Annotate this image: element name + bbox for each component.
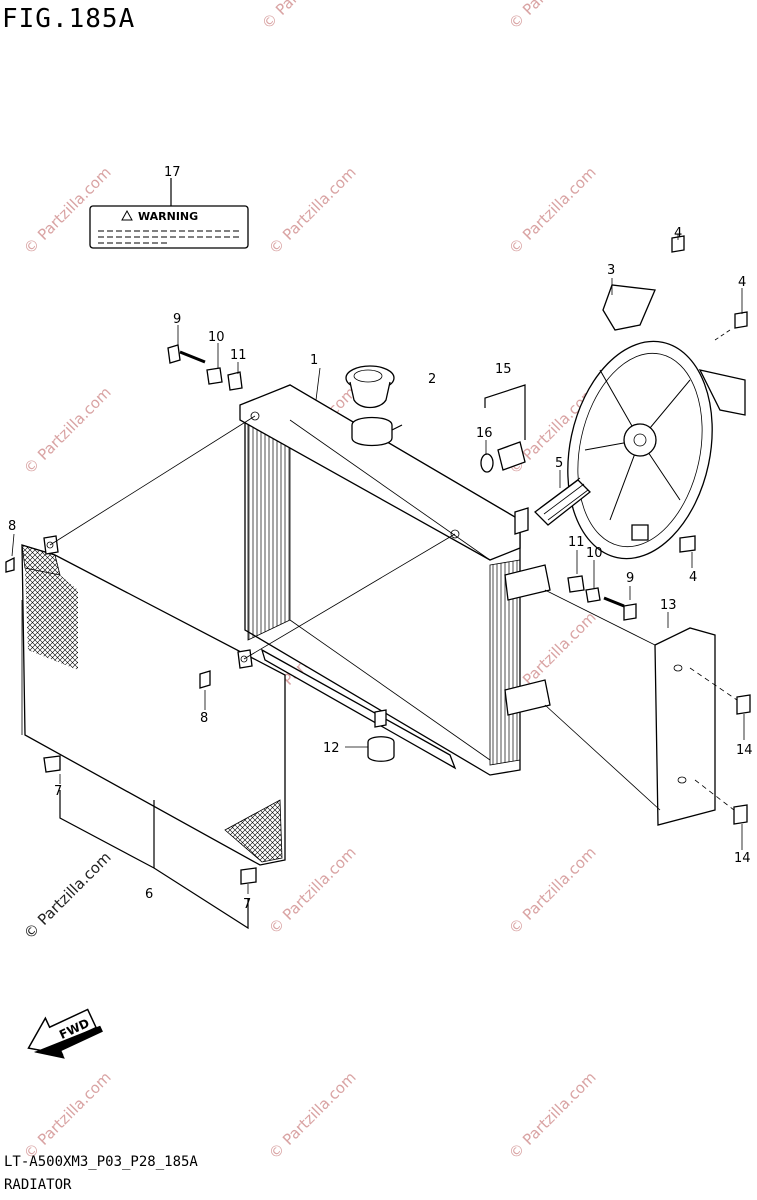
watermark: © Partzilla.com xyxy=(505,843,600,938)
callout-4b: 4 xyxy=(738,275,746,290)
radiator-core xyxy=(239,384,551,776)
callout-8b: 8 xyxy=(200,711,208,726)
callout-17: 17 xyxy=(164,165,181,180)
fwd-arrow: FWD xyxy=(27,1008,103,1059)
callouts: 17 1 2 3 4 4 4 5 6 7 7 8 8 9 9 10 10 11 … xyxy=(8,165,753,912)
leader-lines xyxy=(11,234,745,930)
callout-9b: 9 xyxy=(626,571,634,586)
watermark: © Partzilla.com xyxy=(20,1068,115,1163)
radiator-shroud xyxy=(21,535,286,866)
callout-13: 13 xyxy=(660,598,677,613)
callout-14b: 14 xyxy=(734,851,751,866)
fasteners xyxy=(5,235,751,885)
callout-2: 2 xyxy=(428,372,436,387)
watermark: © Partzilla.com xyxy=(20,383,115,478)
callout-5: 5 xyxy=(555,456,563,471)
watermark-dark: © Partzilla.com xyxy=(20,848,115,943)
callout-15: 15 xyxy=(495,362,512,377)
warning-label-text: WARNING xyxy=(138,210,198,223)
callout-4c: 4 xyxy=(689,570,697,585)
warning-label: WARNING xyxy=(89,178,249,249)
callout-9a: 9 xyxy=(173,312,181,327)
callout-14a: 14 xyxy=(736,743,753,758)
watermark: © Partzilla.com xyxy=(505,0,600,33)
thermo-switch xyxy=(480,384,526,473)
callout-11a: 11 xyxy=(230,348,247,363)
watermark: © Partzilla.com xyxy=(505,1068,600,1163)
figure-code: LT-A500XM3_P03_P28_185A xyxy=(4,1154,198,1170)
figure-name: RADIATOR xyxy=(4,1177,72,1193)
callout-1: 1 xyxy=(310,353,318,368)
cooling-fan xyxy=(567,284,746,560)
callout-6: 6 xyxy=(145,887,153,902)
side-plate xyxy=(654,627,716,826)
callout-4a: 4 xyxy=(674,226,682,241)
radiator-cap xyxy=(345,365,395,409)
callout-7b: 7 xyxy=(243,897,251,912)
watermark: © Partzilla.com xyxy=(265,163,360,258)
callout-8a: 8 xyxy=(8,519,16,534)
watermark: © Partzilla.com xyxy=(505,163,600,258)
figure-title: FIG.185A xyxy=(2,4,136,34)
callout-7a: 7 xyxy=(54,784,62,799)
callout-16: 16 xyxy=(476,426,493,441)
callout-3: 3 xyxy=(607,263,615,278)
fan-hose-fitting xyxy=(534,477,591,526)
watermark: © Partzilla.com xyxy=(265,1068,360,1163)
callout-11b: 11 xyxy=(568,535,585,550)
callout-10b: 10 xyxy=(586,546,603,561)
callout-10a: 10 xyxy=(208,330,225,345)
watermark: © Partzilla.com xyxy=(258,0,353,33)
callout-12: 12 xyxy=(323,741,340,756)
